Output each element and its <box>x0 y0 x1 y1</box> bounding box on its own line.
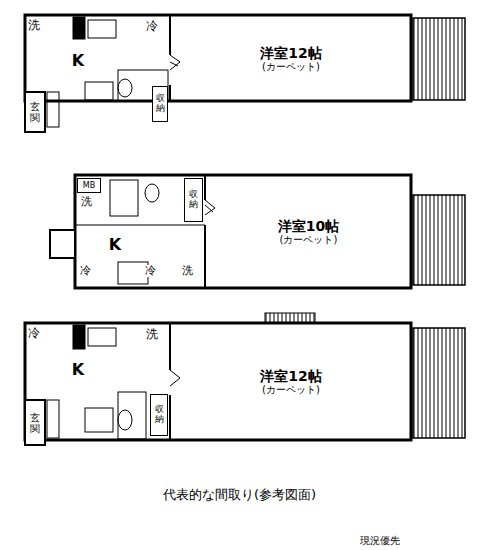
floor-note: (カーペット) <box>262 384 320 396</box>
fixture-label: 洗 <box>81 196 92 208</box>
fixture-label: 冷 <box>28 327 40 340</box>
room-area: K <box>58 46 98 76</box>
floor-note: (カーペット) <box>280 234 338 246</box>
fixture-label: 冷 <box>80 265 91 277</box>
room-name: MB <box>83 181 95 190</box>
room-area: 洋室10帖(カーペット) <box>207 177 410 287</box>
room-name: K <box>72 52 84 70</box>
room-area: K <box>58 355 98 385</box>
room-area: 玄関 <box>26 402 44 444</box>
room-name: 玄関 <box>30 412 40 434</box>
fixture-label: 洗 <box>28 19 40 32</box>
room-name: 収納 <box>155 405 164 425</box>
fixture-label: 冷 <box>145 265 156 277</box>
fixture-label: 洗 <box>182 265 193 277</box>
room-name: 収納 <box>189 190 198 210</box>
room-name: 洋室10帖 <box>278 218 339 234</box>
caption: 代表的な間取り(参考図面) <box>0 488 479 502</box>
closet-box: 収納 <box>152 86 168 122</box>
room-name: 洋室12帖 <box>260 45 321 61</box>
room-area: 洋室12帖(カーペット) <box>172 17 410 100</box>
room-name: 洋室12帖 <box>260 368 321 384</box>
floor-note: (カーペット) <box>262 61 320 73</box>
fixture-label: 洗 <box>146 328 158 341</box>
closet-box: 収納 <box>184 178 203 222</box>
room-name: K <box>72 361 84 379</box>
room-name: K <box>109 236 121 254</box>
closet-box: 収納 <box>150 394 168 436</box>
note-text: 現況優先 <box>360 535 400 546</box>
fixture-label: 冷 <box>146 20 158 33</box>
room-name: 収納 <box>156 94 165 114</box>
room-area: K <box>95 232 135 258</box>
room-area: 玄関 <box>26 93 44 131</box>
room-area: 洋室12帖(カーペット) <box>172 325 410 439</box>
room-name: 玄関 <box>30 101 40 123</box>
closet-box: MB <box>77 178 101 193</box>
